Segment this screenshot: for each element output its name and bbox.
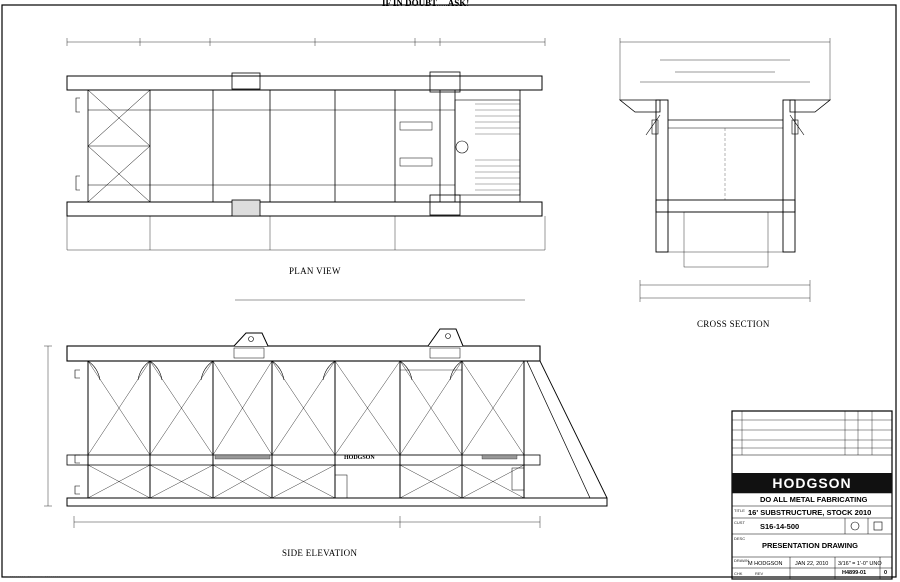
side-elevation-view bbox=[44, 299, 608, 528]
title-block-subtitle: DO ALL METAL FABRICATING bbox=[760, 495, 868, 504]
title-block-date: JAN 22, 2010 bbox=[795, 561, 829, 567]
title-block-drawn-by: M HODGSON bbox=[748, 561, 783, 567]
title-block-grid bbox=[731, 410, 893, 580]
title-label: TITLE bbox=[734, 508, 745, 513]
title-block-dwg-no: H4899-01 bbox=[842, 570, 867, 576]
side-stencil-text: HODGSON bbox=[344, 455, 375, 461]
plan-view-label: PLAN VIEW bbox=[289, 266, 341, 276]
chk-label: CHK bbox=[734, 571, 743, 576]
title-block-sheet-no: 0 bbox=[884, 570, 888, 576]
desc-label: DESC bbox=[734, 536, 746, 541]
title-block-company: HODGSON bbox=[732, 473, 892, 493]
cust-label: CUST bbox=[734, 520, 745, 525]
cross-section-label: CROSS SECTION bbox=[697, 319, 770, 329]
plan-view bbox=[66, 38, 546, 251]
side-elevation-label: SIDE ELEVATION bbox=[282, 548, 358, 558]
header-note: IF IN DOUBT.....ASK! bbox=[382, 0, 470, 8]
title-block-title: 16' SUBSTRUCTURE, STOCK 2010 bbox=[748, 508, 872, 517]
footer-note: ... ........ ........ ........ bbox=[2, 572, 61, 579]
title-block-scale: 3/16" = 1'-0" UNO bbox=[838, 561, 882, 567]
title-block-part-no: S16-14-500 bbox=[760, 522, 800, 531]
rev-label: REV bbox=[755, 571, 764, 576]
drawn-label: DRAWN bbox=[734, 558, 749, 563]
title-block-description: PRESENTATION DRAWING bbox=[762, 541, 858, 550]
cross-section-view bbox=[618, 38, 832, 302]
sheet-border bbox=[1, 4, 897, 578]
